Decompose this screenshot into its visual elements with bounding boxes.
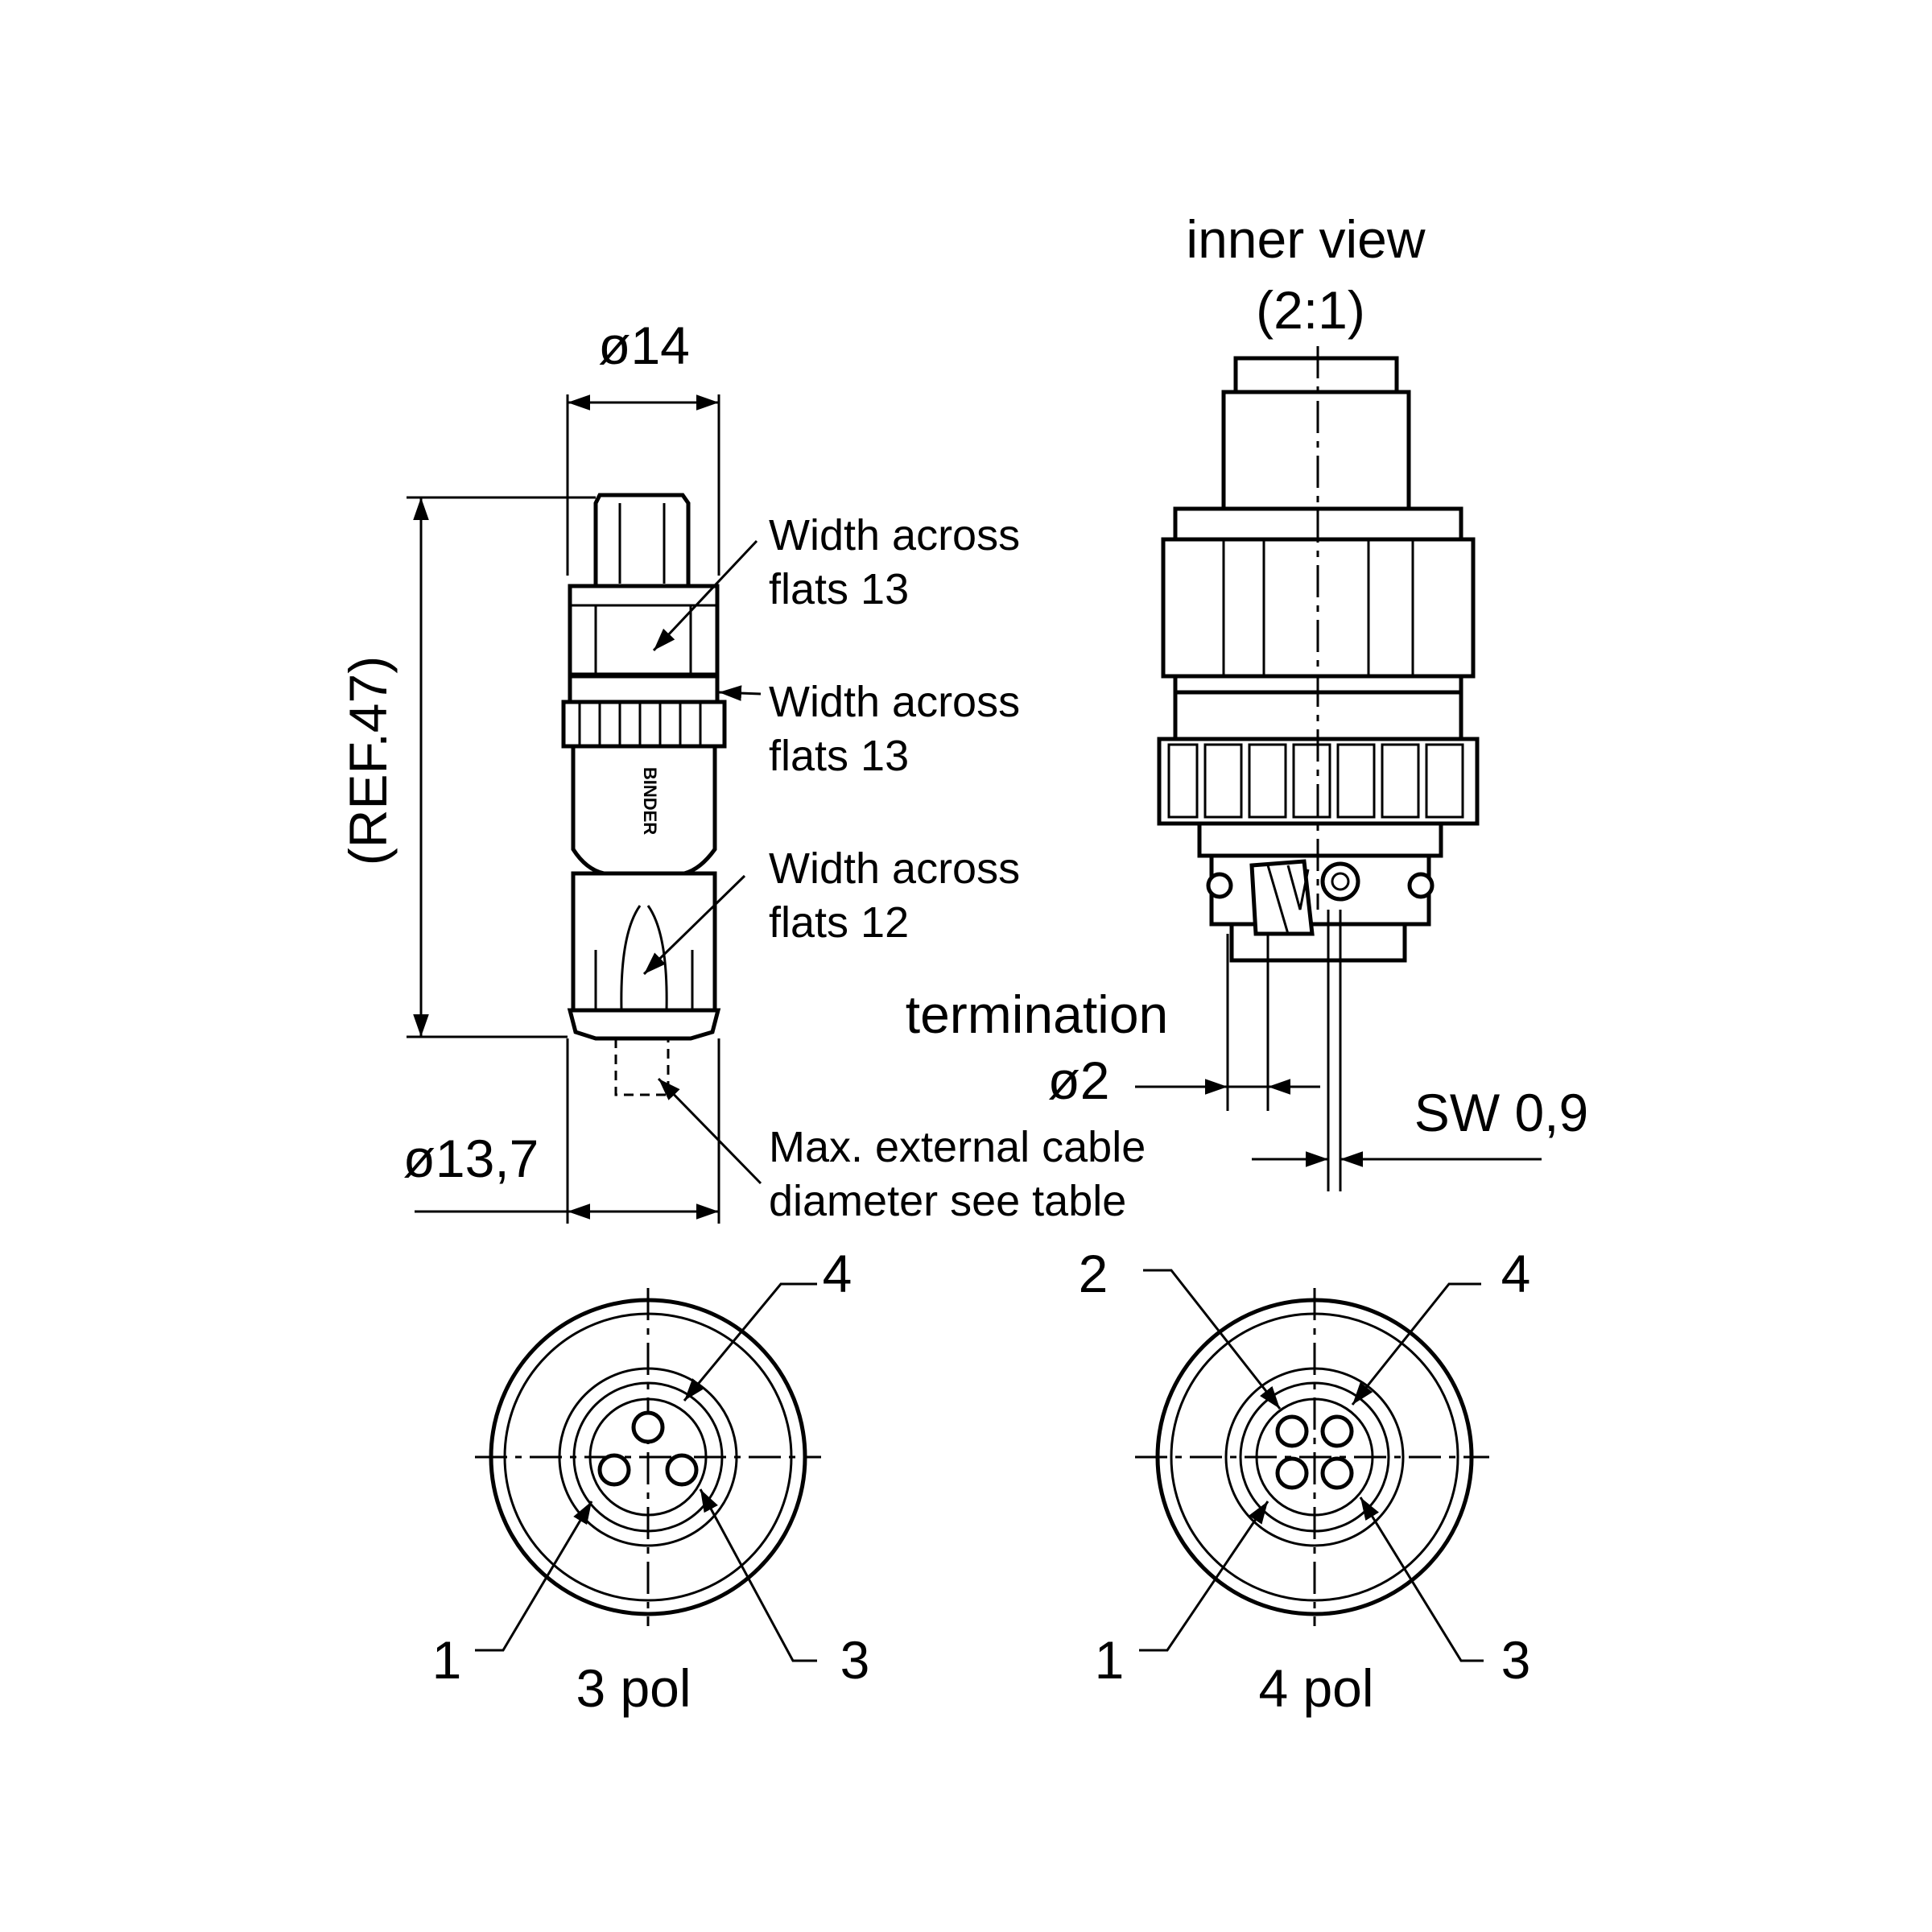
caption-3pol: 3 pol [576, 1658, 691, 1718]
callout-waf-3-line2: flats 12 [769, 898, 909, 947]
inner-view-title: inner view [1186, 209, 1425, 269]
pin-3-3pol [665, 1453, 699, 1487]
pin-1-4pol [1275, 1456, 1309, 1490]
side-view: ø14 (REF.47) BINDER [338, 316, 1146, 1225]
logo-text: BINDER [640, 767, 660, 835]
callout-waf-2-line2: flats 13 [769, 732, 909, 780]
dim-ref-length: (REF.47) [338, 656, 398, 865]
callout-cable-line1: Max. external cable [769, 1123, 1146, 1171]
pin-label-4-4pol: 4 [1501, 1244, 1531, 1303]
pin-4-3pol [631, 1410, 665, 1444]
pin-2-4pol [1275, 1414, 1309, 1448]
pin-label-1-4pol: 1 [1095, 1630, 1125, 1690]
callout-waf-2-line1: Width across [769, 678, 1020, 726]
pin-3-4pol [1320, 1456, 1354, 1490]
callout-cable-line2: diameter see table [769, 1177, 1126, 1225]
pin-label-3-4pol: 3 [1501, 1630, 1531, 1690]
caption-4pol: 4 pol [1258, 1658, 1373, 1718]
dim-dia-termination: ø2 [1047, 1051, 1109, 1110]
pin-label-1-3pol: 1 [432, 1630, 462, 1690]
dim-dia-top: ø14 [598, 316, 690, 375]
pin-label-2-4pol: 2 [1079, 1244, 1108, 1303]
pin-label-3-3pol: 3 [840, 1630, 870, 1690]
pin-4-4pol [1320, 1414, 1354, 1448]
pin-label-4-3pol: 4 [823, 1244, 852, 1303]
inner-view: inner view (2:1) [906, 209, 1588, 1191]
callout-waf-1-line2: flats 13 [769, 565, 909, 613]
callout-waf-1-line1: Width across [769, 511, 1020, 559]
pin-1-3pol [597, 1453, 631, 1487]
face-4pol: 2 4 1 3 4 pol [1079, 1244, 1531, 1718]
dim-sw: SW 0,9 [1414, 1083, 1588, 1142]
callout-waf-3-line1: Width across [769, 844, 1020, 893]
face-3pol: 4 1 3 3 pol [432, 1244, 870, 1718]
dim-dia-bottom: ø13,7 [403, 1129, 539, 1188]
inner-view-termination: termination [906, 985, 1169, 1044]
inner-view-scale: (2:1) [1256, 280, 1365, 340]
